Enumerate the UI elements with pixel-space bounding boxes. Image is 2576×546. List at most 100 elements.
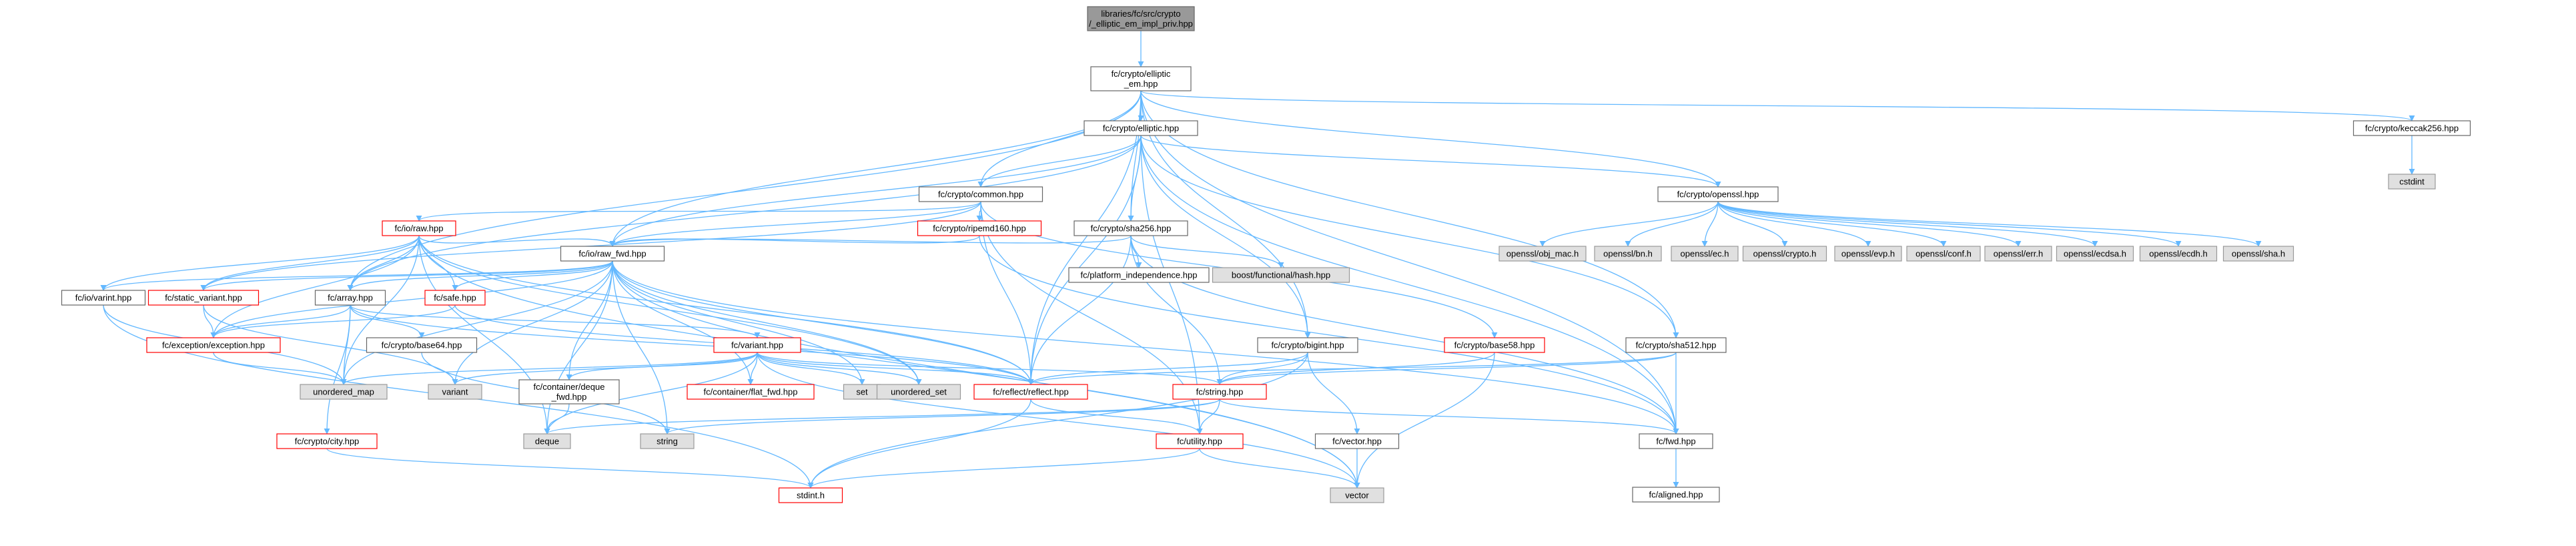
node-label: fc/io/raw.hpp [395,224,444,234]
edge-openssl-to-err [1717,201,2022,247]
edge-common-to-raw [416,201,981,222]
node-label: _em.hpp [1124,79,1158,89]
node-deque-fwd[interactable]: fc/container/deque_fwd.hpp [518,379,620,404]
node-raw-fwd[interactable]: fc/io/raw_fwd.hpp [560,246,665,262]
node-ecdh: openssl/ecdh.h [2139,246,2218,262]
node-exception[interactable]: fc/exception/exception.hpp [146,337,281,353]
edge-openssl-to-ecdsa [1717,201,2098,247]
node-label: vector [1345,491,1369,501]
node-base64[interactable]: fc/crypto/base64.hpp [366,337,478,353]
edge-sha256-to-reflect [1027,235,1132,385]
edge-array-to-base64 [350,304,425,338]
edge-raw_fwd-to-flat_fwd [612,260,754,385]
node-keccak[interactable]: fc/crypto/keccak256.hpp [2352,120,2471,136]
edge-sha256-to-boost_hash [1130,235,1284,268]
edge-raw_fwd-to-variant_sys [452,260,613,385]
node-sha512[interactable]: fc/crypto/sha512.hpp [1625,337,1727,353]
node-elliptic-em[interactable]: fc/crypto/elliptic_em.hpp [1090,66,1192,91]
node-evp: openssl/evp.h [1834,246,1902,262]
edge-sha256-to-raw_fwd [609,235,1132,247]
node-string[interactable]: fc/string.hpp [1172,384,1267,400]
edge-ripemd-to-raw_fwd [609,235,980,247]
edge-elliptic-to-openssl [1140,135,1721,188]
edge-elliptic_em-to-common [977,90,1142,188]
edge-array-to-city [324,304,351,435]
node-variant[interactable]: fc/variant.hpp [713,337,801,353]
node-stdint[interactable]: stdint.h [778,487,843,503]
node-box [146,337,281,353]
edge-openssl-to-conf [1717,201,1947,247]
node-sha256[interactable]: fc/crypto/sha256.hpp [1074,220,1188,236]
node-array[interactable]: fc/array.hpp [314,290,386,306]
node-label: fc/safe.hpp [434,293,476,303]
node-openssl[interactable]: fc/crypto/openssl.hpp [1657,186,1779,202]
node-box [1074,220,1188,236]
node-bigint[interactable]: fc/crypto/bigint.hpp [1257,337,1358,353]
node-label: /_elliptic_em_impl_priv.hpp [1089,19,1193,29]
edge-bigint-to-stdint [807,352,1308,489]
node-common[interactable]: fc/crypto/common.hpp [918,186,1043,202]
node-city[interactable]: fc/crypto/city.hpp [276,433,378,449]
node-ripemd[interactable]: fc/crypto/ripemd160.hpp [917,220,1042,236]
node-label: unordered_set [891,387,947,397]
node-label: fc/vector.hpp [1332,437,1382,447]
node-bn: openssl/bn.h [1594,246,1662,262]
edge-variant-to-set [757,352,865,385]
edge-openssl-to-bn [1625,201,1719,247]
node-cstdint: cstdint [2388,174,2436,190]
edge-elliptic_em-to-raw_fwd [609,90,1142,247]
node-reflect[interactable]: fc/reflect/reflect.hpp [973,384,1088,400]
node-box [1625,337,1727,353]
node-varint[interactable]: fc/io/varint.hpp [61,290,146,306]
node-label: fc/crypto/elliptic [1112,69,1171,79]
edge-safe-to-exception [210,304,456,338]
node-utility[interactable]: fc/utility.hpp [1156,433,1244,449]
node-vector-hpp[interactable]: fc/vector.hpp [1314,433,1400,449]
edge-array-to-exception [210,304,351,338]
edge-reflect-to-utility [1030,398,1203,435]
node-box [1172,384,1267,400]
node-label: set [856,387,868,397]
node-box [366,337,478,353]
node-label: fc/container/flat_fwd.hpp [704,387,798,397]
edge-utility-to-vector_sys [1199,448,1360,489]
node-string-sys: string [640,433,695,449]
edge-base58-to-vector_sys [1354,352,1495,489]
node-box [1639,433,1713,449]
node-elliptic[interactable]: fc/crypto/elliptic.hpp [1084,120,1198,136]
node-label: openssl/ec.h [1681,249,1729,259]
node-platform[interactable]: fc/platform_independence.hpp [1068,267,1210,283]
node-label: fc/crypto/base64.hpp [382,340,462,350]
node-static-variant[interactable]: fc/static_variant.hpp [147,290,260,306]
node-flat-fwd[interactable]: fc/container/flat_fwd.hpp [687,384,815,400]
node-label: fc/crypto/keccak256.hpp [2365,123,2459,133]
edge-raw-to-static_variant [200,235,420,291]
edge-bigint-to-reflect [1027,352,1308,385]
node-fwd[interactable]: fc/fwd.hpp [1639,433,1713,449]
edge-variant-to-string [757,352,1223,385]
node-box [687,384,815,400]
node-deque: deque [523,433,571,449]
node-aligned[interactable]: fc/aligned.hpp [1632,487,1720,503]
node-safe[interactable]: fc/safe.hpp [424,290,486,306]
node-root[interactable]: libraries/fc/src/crypto/_elliptic_em_imp… [1087,6,1195,31]
node-set: set [843,384,881,400]
node-label: openssl/ecdh.h [2149,249,2207,259]
node-box [1087,6,1195,31]
edge-raw_fwd-to-static_variant [200,260,613,291]
node-vector-sys: vector [1330,487,1384,503]
edge-elliptic-to-array [347,135,1142,291]
node-base58[interactable]: fc/crypto/base58.hpp [1444,337,1545,353]
edge-elliptic-to-bigint [1140,135,1311,338]
node-box [1984,246,2052,262]
edge-variant-to-unordered_set [757,352,922,385]
edge-elliptic_em-to-bigint [1140,90,1311,338]
node-box [147,290,260,306]
node-label: fc/crypto/sha512.hpp [1636,340,1717,350]
edge-raw-to-reflect [418,235,1034,385]
edge-raw_fwd-to-set [612,260,865,385]
node-raw[interactable]: fc/io/raw.hpp [382,220,456,236]
node-box [1657,186,1779,202]
edge-bigint-to-string [1216,352,1308,385]
